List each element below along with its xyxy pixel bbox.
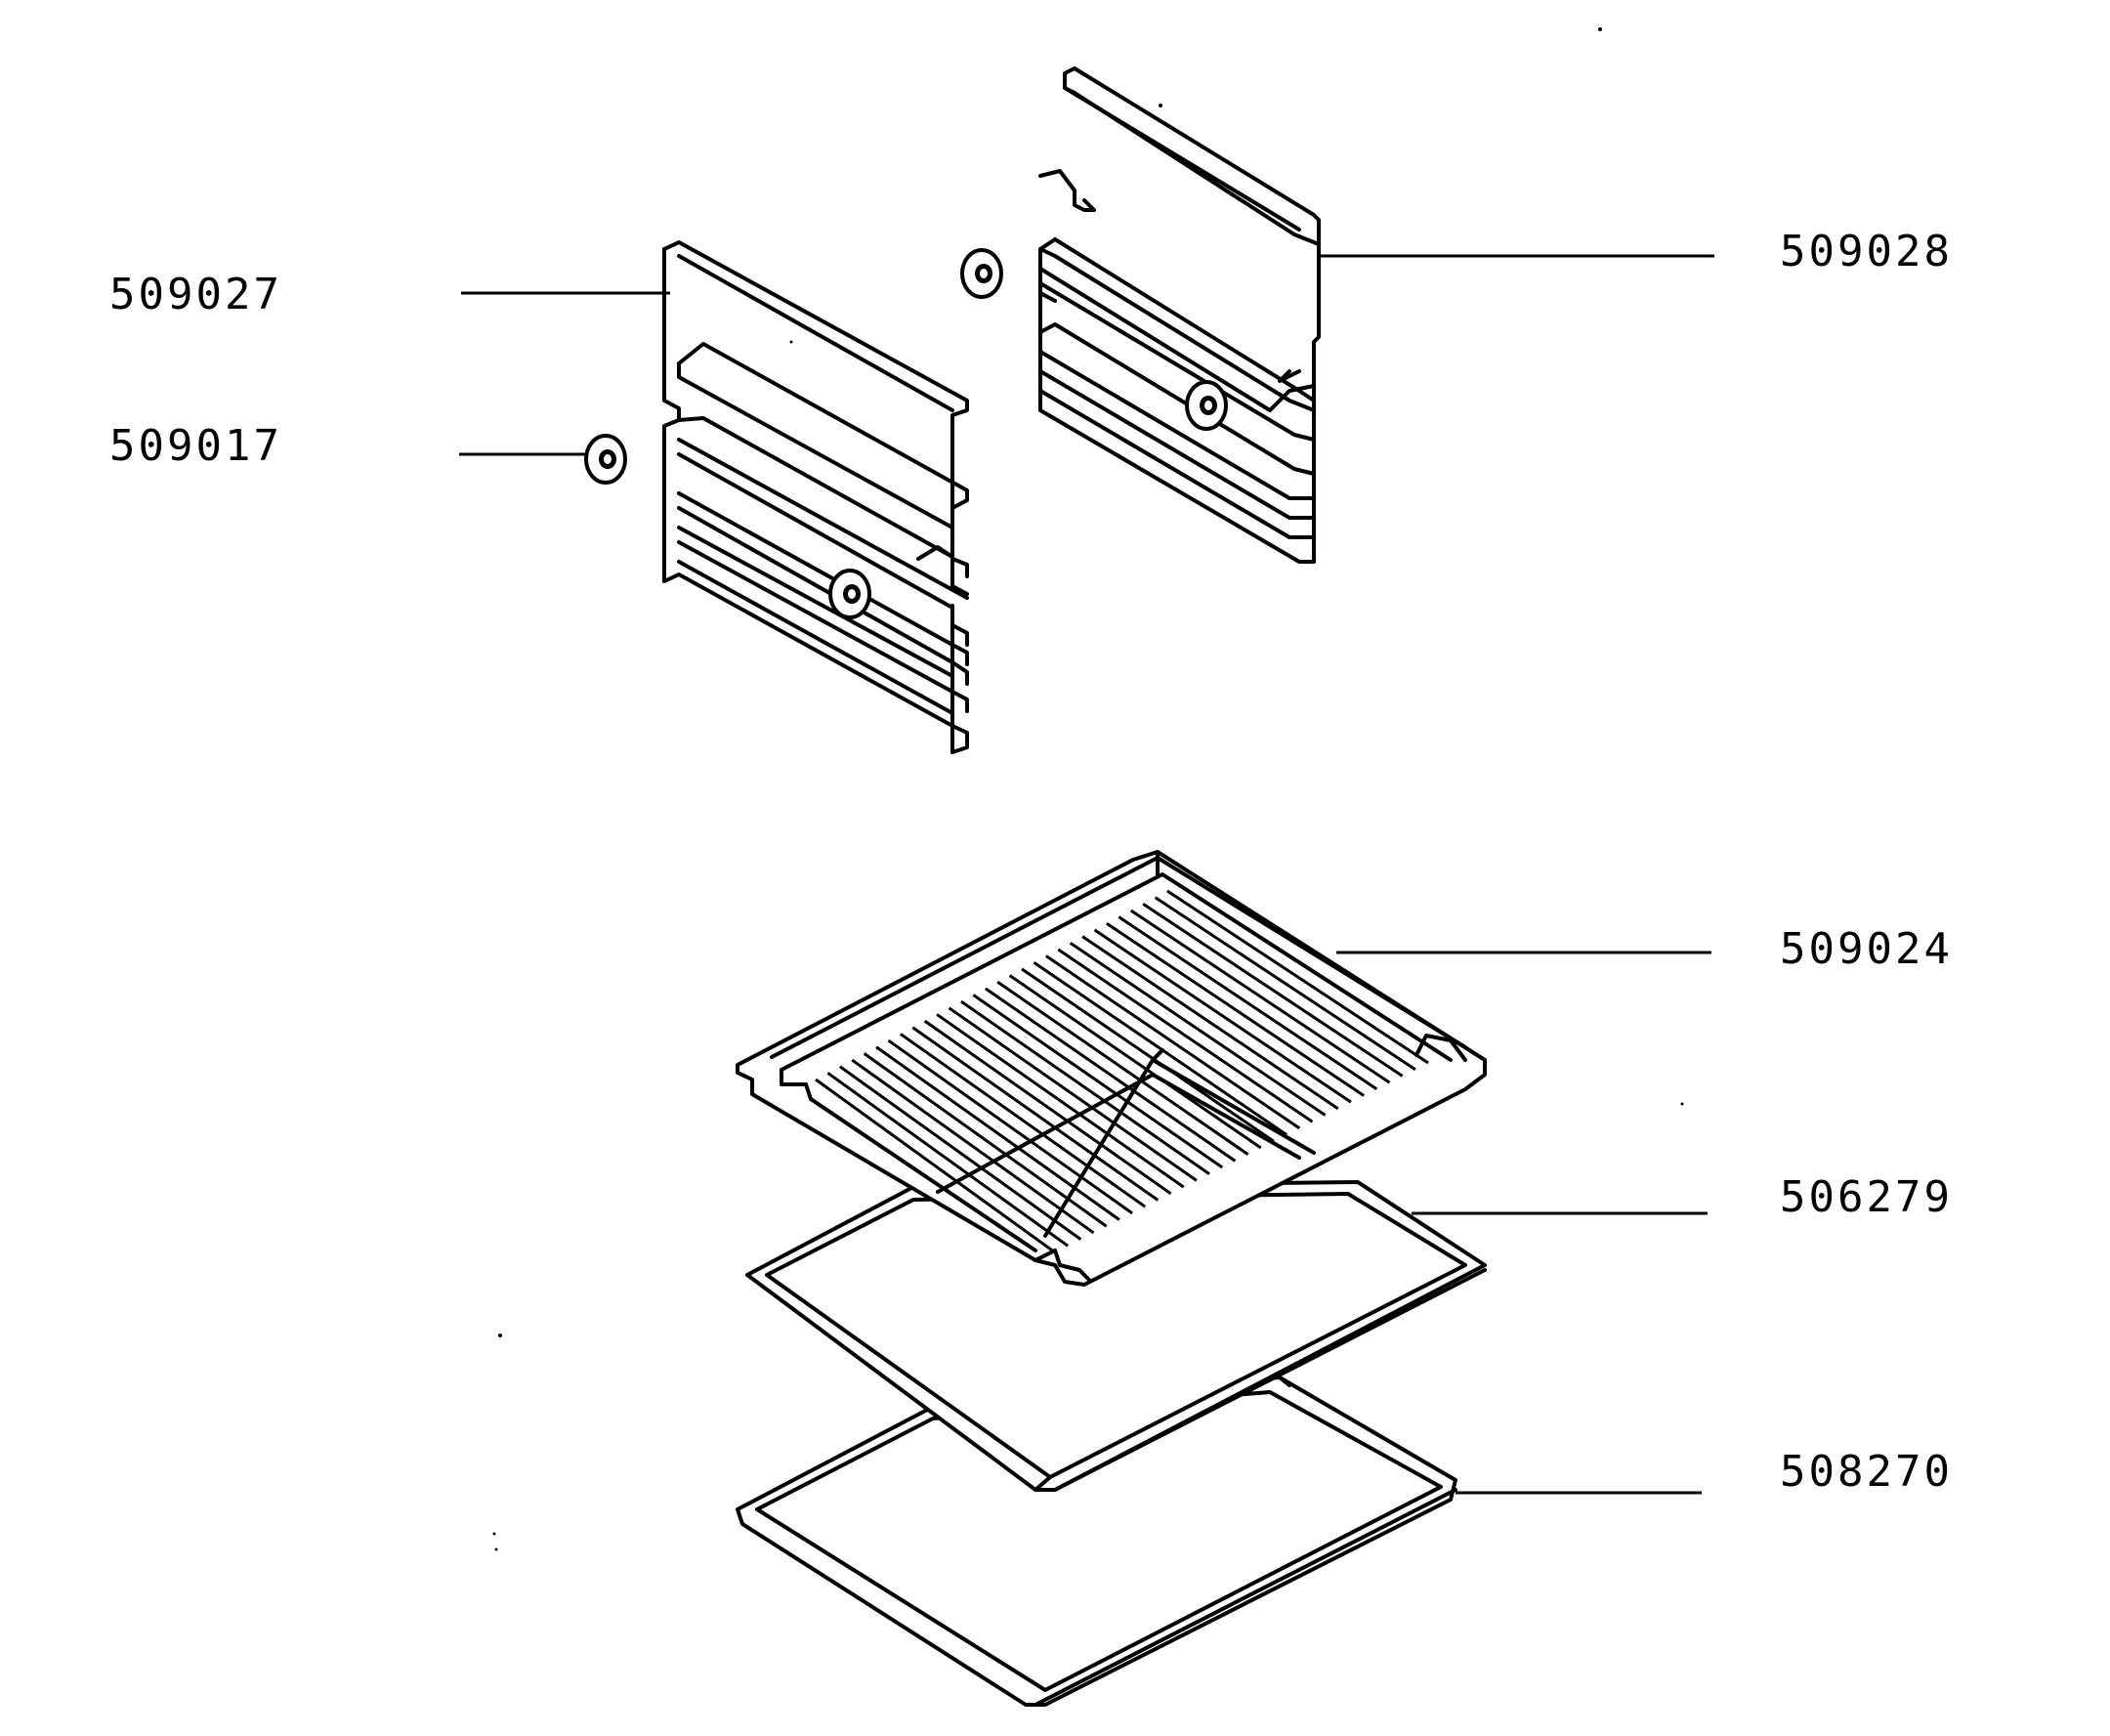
left-side-rail <box>662 240 969 754</box>
grid-shelf-509024 <box>736 850 1487 1287</box>
grid-bar <box>1021 967 1275 1143</box>
grid-bar <box>1057 948 1314 1123</box>
grid-bar <box>1081 935 1339 1111</box>
part-number-509017: 509017 <box>109 421 282 471</box>
grid-bar <box>1166 889 1429 1065</box>
right-side-rail <box>1038 66 1321 564</box>
grid-bar <box>875 1045 1120 1221</box>
grid-bar <box>1093 928 1352 1104</box>
nut-509017 <box>584 434 627 485</box>
pan-506279 <box>745 1180 1487 1492</box>
grid-bar <box>838 1065 1082 1241</box>
nut-left-rail <box>828 569 871 619</box>
grid-bar <box>863 1052 1108 1228</box>
grid-bar <box>900 1033 1147 1208</box>
grid-bar <box>911 1026 1160 1202</box>
part-number-509028: 509028 <box>1780 227 1953 276</box>
part-number-508270: 508270 <box>1780 1447 1953 1497</box>
grid-bar <box>1106 922 1365 1097</box>
leader-lines <box>459 254 1714 1495</box>
grid-bar <box>1118 915 1378 1091</box>
grid-bar <box>936 1013 1185 1189</box>
grid-bar <box>1033 960 1287 1136</box>
grid-bar <box>1129 909 1391 1084</box>
scan-specks <box>492 27 1684 1551</box>
grid-bar <box>996 980 1249 1156</box>
part-number-509027: 509027 <box>109 270 282 319</box>
part-number-509024: 509024 <box>1780 924 1953 974</box>
nut-right-rail <box>1185 380 1228 431</box>
grid-bar <box>851 1058 1095 1235</box>
grid-bar <box>972 994 1224 1169</box>
grid-bars <box>815 889 1429 1254</box>
grid-bar <box>887 1038 1133 1215</box>
grid-bar <box>1045 954 1301 1130</box>
grid-bar <box>826 1072 1070 1248</box>
grid-bar <box>1008 974 1262 1150</box>
grid-bar <box>1142 903 1404 1078</box>
grid-bar <box>984 987 1237 1163</box>
grid-bar <box>1069 941 1327 1117</box>
nut-upper <box>960 248 1003 299</box>
grid-bar <box>1154 896 1416 1071</box>
grid-bar <box>815 1078 1056 1254</box>
part-number-506279: 506279 <box>1780 1172 1953 1222</box>
grid-bar <box>948 1006 1198 1182</box>
grid-bar <box>923 1019 1172 1196</box>
grid-bar <box>960 999 1210 1175</box>
